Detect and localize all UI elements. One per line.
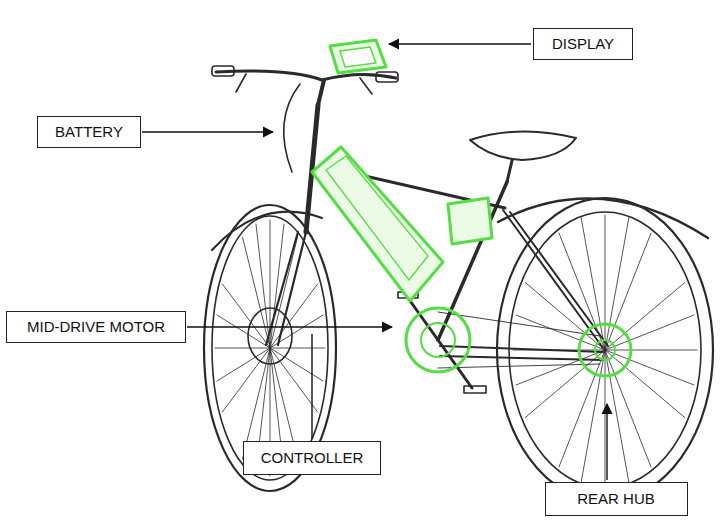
leader-lines: [142, 44, 607, 480]
label-box: BATTERY: [37, 116, 141, 148]
display-unit: [330, 40, 386, 73]
part-label: REAR HUB: [577, 490, 655, 508]
label-box: REAR HUB: [545, 482, 688, 516]
controller-box: [448, 198, 492, 244]
part-label: DISPLAY: [552, 35, 614, 53]
seat-tube: [438, 182, 507, 340]
label-box: DISPLAY: [533, 28, 633, 60]
mid-drive-motor: [406, 308, 470, 372]
part-label: MID-DRIVE MOTOR: [27, 318, 165, 336]
cable: [284, 84, 300, 172]
pedal: [464, 386, 486, 393]
battery-pack: [312, 147, 443, 301]
part-label: CONTROLLER: [261, 449, 364, 467]
part-label: BATTERY: [55, 123, 123, 141]
display-screen: [340, 47, 376, 67]
label-box: CONTROLLER: [243, 441, 381, 475]
label-box: MID-DRIVE MOTOR: [6, 311, 186, 343]
motor-core: [421, 323, 455, 357]
saddle: [470, 131, 576, 160]
left-grip: [212, 66, 234, 76]
leader-line: [187, 326, 392, 327]
leader-line: [606, 404, 607, 480]
fork: [266, 232, 306, 345]
battery-panel: [326, 156, 428, 280]
stem: [318, 80, 324, 105]
leader-line: [311, 334, 312, 439]
rear-hub-ring: [579, 324, 631, 376]
leader-line: [142, 131, 273, 132]
crank: [408, 298, 472, 388]
highlighted-parts: [312, 40, 631, 376]
rear-hub-core: [595, 340, 615, 360]
bike-frame: [204, 66, 713, 502]
front-spokes: [215, 220, 325, 476]
rear-fender: [498, 198, 708, 238]
right-grip: [376, 72, 398, 82]
brake-lever: [236, 74, 372, 94]
leader-line: [389, 43, 531, 44]
